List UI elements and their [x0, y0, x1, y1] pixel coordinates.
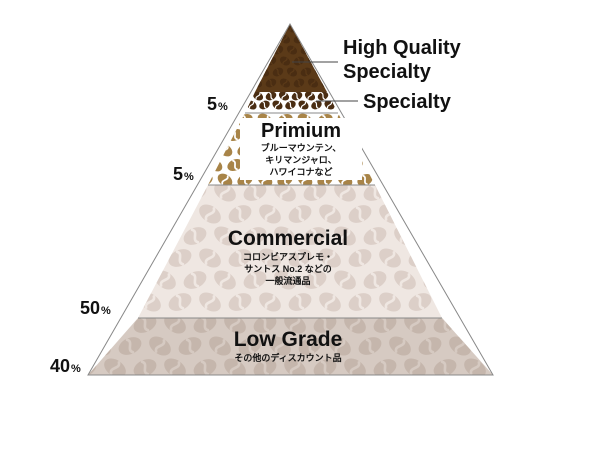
label-specialty: Specialty	[363, 91, 451, 113]
percentage-commercial-value: 50	[80, 298, 101, 318]
tier-commercial-text: Commercial コロンビアスプレモ・ サントス No.2 などの 一般流通…	[200, 227, 376, 287]
bean-pattern-low-grade	[88, 318, 493, 375]
percentage-primium: 5%	[173, 164, 194, 185]
tier-high-quality-specialty	[255, 24, 327, 92]
percentage-specialty-value: 5	[207, 94, 218, 114]
tier-primium-text: Primium ブルーマウンテン、 キリマンジャロ、 ハワイコナなど	[240, 120, 362, 178]
tier-commercial-line2: サントス No.2 などの	[244, 264, 332, 274]
percentage-low-grade-value: 40	[50, 356, 71, 376]
tier-primium-line1: ブルーマウンテン、	[260, 143, 342, 153]
pyramid-outline	[87, 22, 494, 376]
tier-low-grade-title: Low Grade	[233, 328, 343, 351]
label-high-quality-specialty: High Quality Specialty	[343, 36, 461, 84]
percentage-specialty-unit: %	[218, 101, 228, 113]
tier-commercial-line1: コロンビアスプレモ・	[242, 252, 333, 262]
tier-commercial-line3: 一般流通品	[265, 276, 311, 286]
percentage-low-grade-unit: %	[71, 363, 81, 375]
tier-separators	[138, 112, 442, 319]
tier-primium-line2: キリマンジャロ、	[265, 155, 337, 165]
tier-primium-line3: ハワイコナなど	[269, 167, 333, 177]
bean-pattern-commercial	[138, 185, 442, 312]
tier-commercial-title: Commercial	[227, 227, 349, 250]
tier-low-grade-line1: その他のディスカウント品	[234, 353, 342, 363]
tier-low-grade-text: Low Grade その他のディスカウント品	[200, 328, 376, 364]
percentage-primium-value: 5	[173, 164, 184, 184]
percentage-low-grade: 40%	[50, 356, 81, 377]
percentage-commercial-unit: %	[101, 305, 111, 317]
primium-label-panel	[240, 118, 362, 180]
label-high-quality-line1: High Quality	[343, 37, 461, 59]
tier-primium-title: Primium	[260, 120, 342, 142]
percentage-specialty: 5%	[207, 94, 228, 115]
label-high-quality-line2: Specialty	[343, 61, 431, 83]
percentage-commercial: 50%	[80, 298, 111, 319]
percentage-primium-unit: %	[184, 171, 194, 183]
